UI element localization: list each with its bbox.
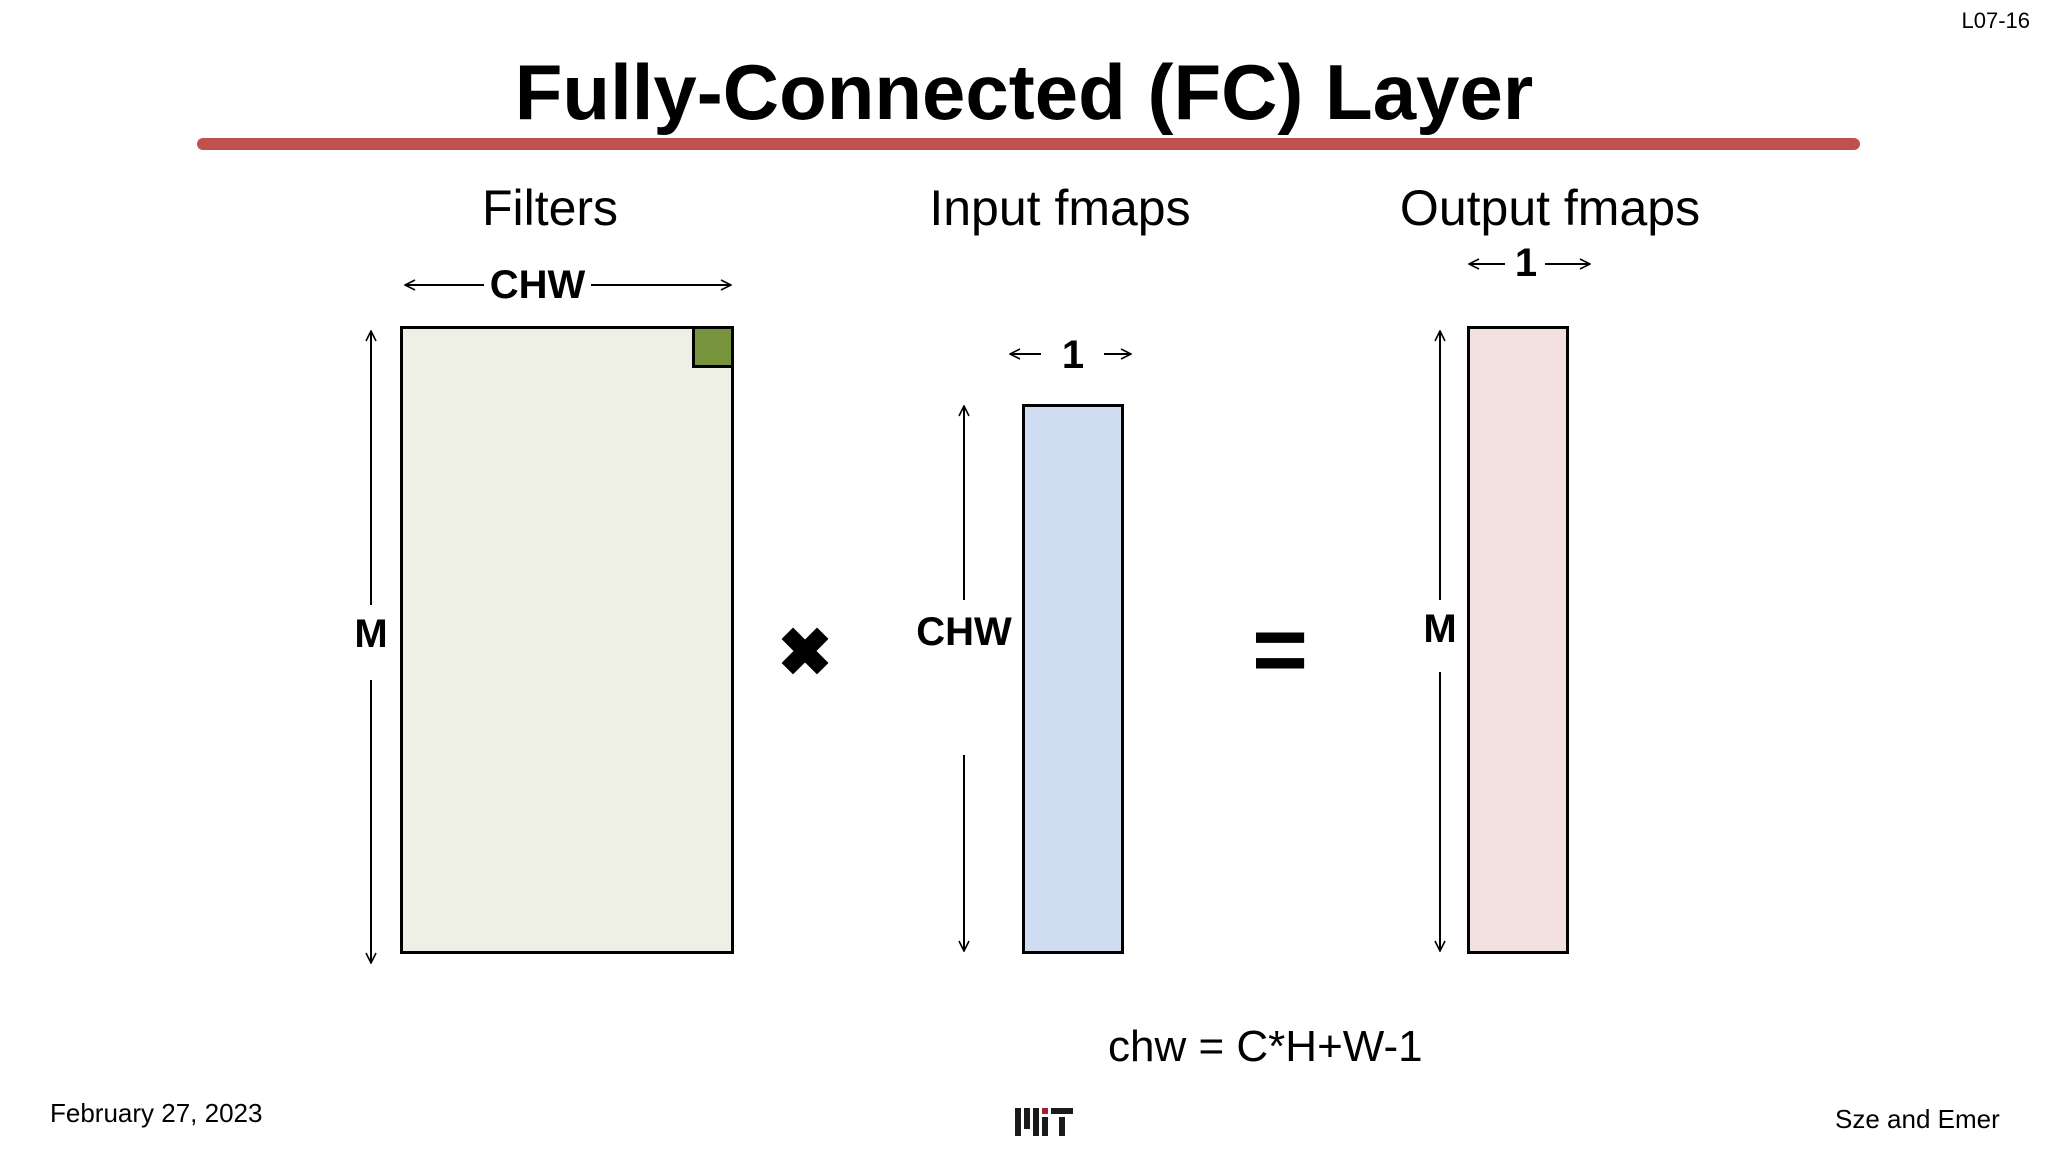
input-width-label: 1 [1061, 333, 1085, 377]
output-width-label: 1 [1514, 241, 1538, 285]
input-fmaps-heading: Input fmaps [929, 180, 1191, 236]
multiply-symbol: ✖ [777, 615, 833, 689]
output-fmaps-vector [1467, 326, 1569, 954]
title-underline [197, 138, 1860, 150]
filters-width-label: CHW [489, 263, 586, 307]
output-height-label: M [1423, 607, 1457, 651]
filters-height-label: M [354, 612, 388, 656]
slide-number: L07-16 [1961, 8, 2030, 33]
filters-heading: Filters [481, 180, 619, 236]
footer-authors: Sze and Emer [1835, 1104, 2000, 1134]
equals-symbol: = [1251, 596, 1309, 703]
input-height-label: CHW [916, 610, 1012, 654]
mit-logo-icon [1015, 1108, 1073, 1136]
slide-title: Fully-Connected (FC) Layer [514, 48, 1534, 136]
input-fmaps-vector [1022, 404, 1124, 954]
chw-equation: chw = C*H+W-1 [1108, 1022, 1423, 1071]
filter-weight-highlight [692, 326, 734, 368]
filters-matrix [400, 326, 734, 954]
output-fmaps-heading: Output fmaps [1399, 180, 1701, 236]
footer-date: February 27, 2023 [50, 1098, 263, 1128]
